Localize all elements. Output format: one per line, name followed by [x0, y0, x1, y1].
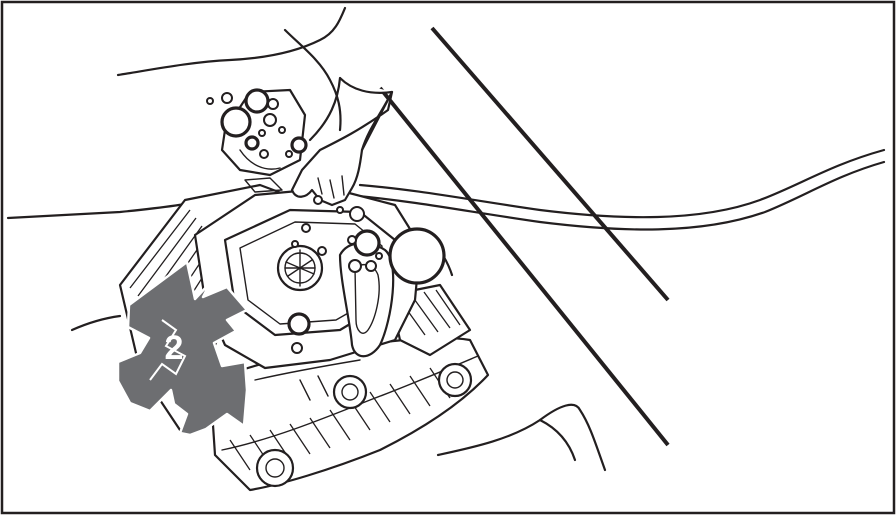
- move-directions-arrow-icon: 2: [116, 260, 249, 437]
- power-cable-hose: [356, 148, 886, 231]
- step-number: 2: [165, 329, 184, 367]
- air-bubbles: [206, 88, 446, 354]
- pool-contours: [6, 6, 607, 472]
- hand: [290, 76, 394, 207]
- pool-edge-lines: [378, 26, 670, 447]
